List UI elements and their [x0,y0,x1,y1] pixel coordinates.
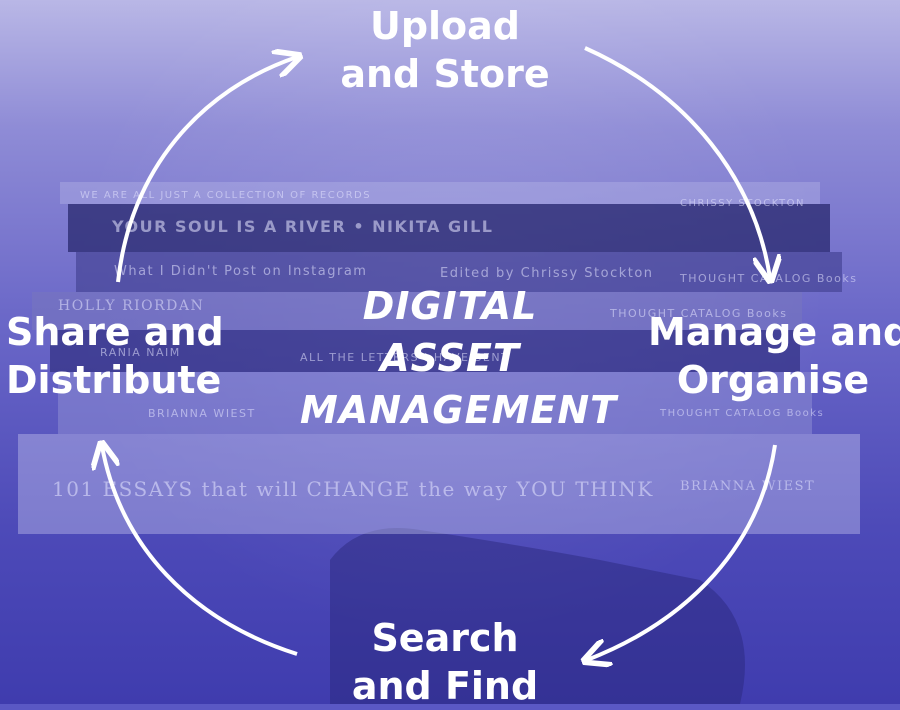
spine-text: Edited by Chrissy Stockton [440,266,654,281]
spine-text: THOUGHT CATALOG Books [609,307,787,320]
stage-upload-and-store: Upload and Store [330,2,560,98]
spine-text: BRIANNA WIEST [148,407,256,420]
spine-text: BRIANNA WIEST [680,479,815,494]
stage-label: and Find [351,664,539,708]
center-title-line: DIGITAL [362,284,538,328]
stage-label: and Store [340,52,550,96]
center-title-line: ASSET [380,336,520,380]
stage-label: Upload [369,4,521,48]
spine-text: ALL THE LETTERS I HAVE SENT [300,351,509,364]
stage-search-and-find: Search and Find [330,614,560,710]
spine-text: WE ARE ALL JUST A COLLECTION OF RECORDS [80,190,371,201]
stage-manage-and-organise: Manage and Organise [648,308,900,404]
spine-text: What I Didn't Post on Instagram [114,264,367,279]
center-title: DIGITAL ASSET MANAGEMENT [300,280,618,436]
spine-text: 101 ESSAYS that will CHANGE the way YOU … [52,477,654,501]
center-title-line: MANAGEMENT [300,388,618,432]
stage-label: Share and [6,310,224,354]
spine-text: THOUGHT CATALOG Books [659,408,824,419]
spine-text: RANIA NAIM [100,346,181,359]
spine-text: CHRISSY STOCKTON [680,198,805,209]
stage-label: Organise [676,358,870,402]
stage-label: Distribute [6,358,222,402]
stage-share-and-distribute: Share and Distribute [6,308,224,404]
stage-label: Search [371,616,519,660]
stage-label: Manage and [648,310,900,354]
spine-text: HOLLY RIORDAN [58,298,204,314]
spine-text: THOUGHT CATALOG Books [679,272,857,285]
spine-text: YOUR SOUL IS A RIVER • NIKITA GILL [111,217,493,236]
